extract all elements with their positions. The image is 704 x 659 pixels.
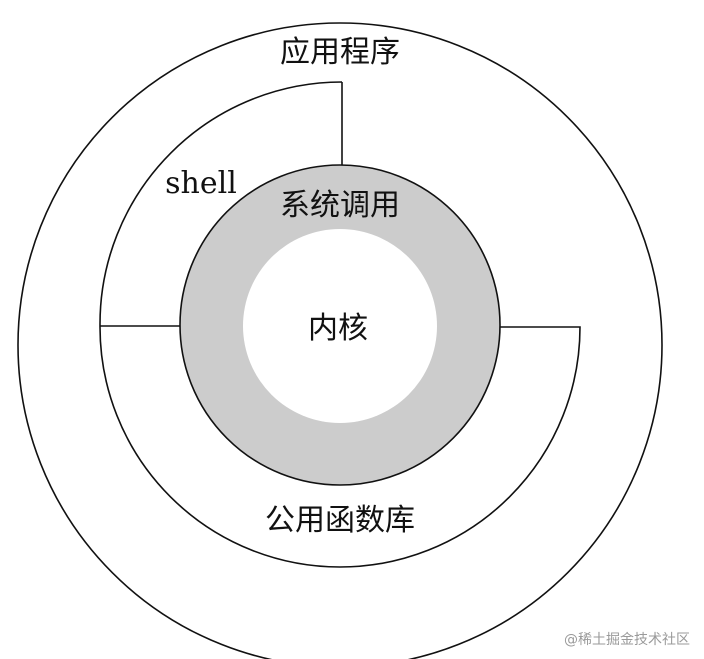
application-label: 应用程序 — [280, 35, 400, 70]
watermark: @稀土掘金技术社区 — [564, 632, 690, 648]
kernel-label: 内核 — [308, 311, 368, 346]
system-call-label: 系统调用 — [280, 188, 400, 223]
kernel-circle — [243, 229, 437, 423]
shell-library-boundary — [99, 81, 581, 568]
shell-label: shell — [165, 166, 237, 201]
library-label: 公用函数库 — [265, 503, 415, 538]
